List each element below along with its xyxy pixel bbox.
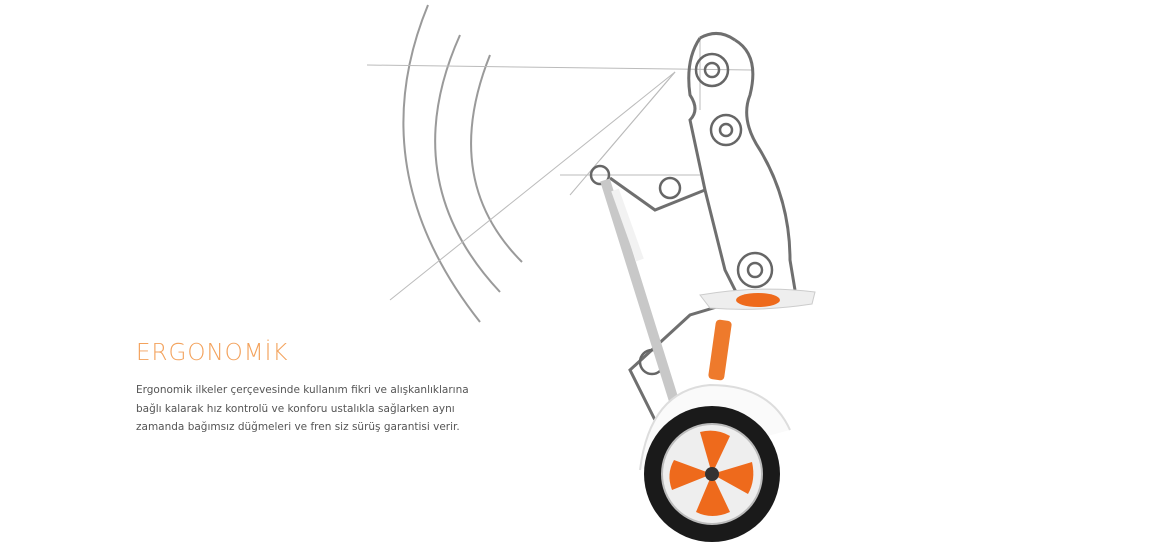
joints <box>589 52 774 376</box>
description-line: bağlı kalarak hız kontrolü ve konforu us… <box>136 402 455 415</box>
guide-lines <box>366 40 753 301</box>
sight-arcs <box>402 4 523 323</box>
section-description: Ergonomik ilkeler çerçevesinde kullanım … <box>136 381 469 437</box>
scooter <box>600 178 816 542</box>
section-title: ERGONOMİK <box>136 340 289 366</box>
description-line: Ergonomik ilkeler çerçevesinde kullanım … <box>136 384 469 396</box>
description-line: zamanda bağımsız düğmeleri ve fren siz s… <box>136 421 460 433</box>
